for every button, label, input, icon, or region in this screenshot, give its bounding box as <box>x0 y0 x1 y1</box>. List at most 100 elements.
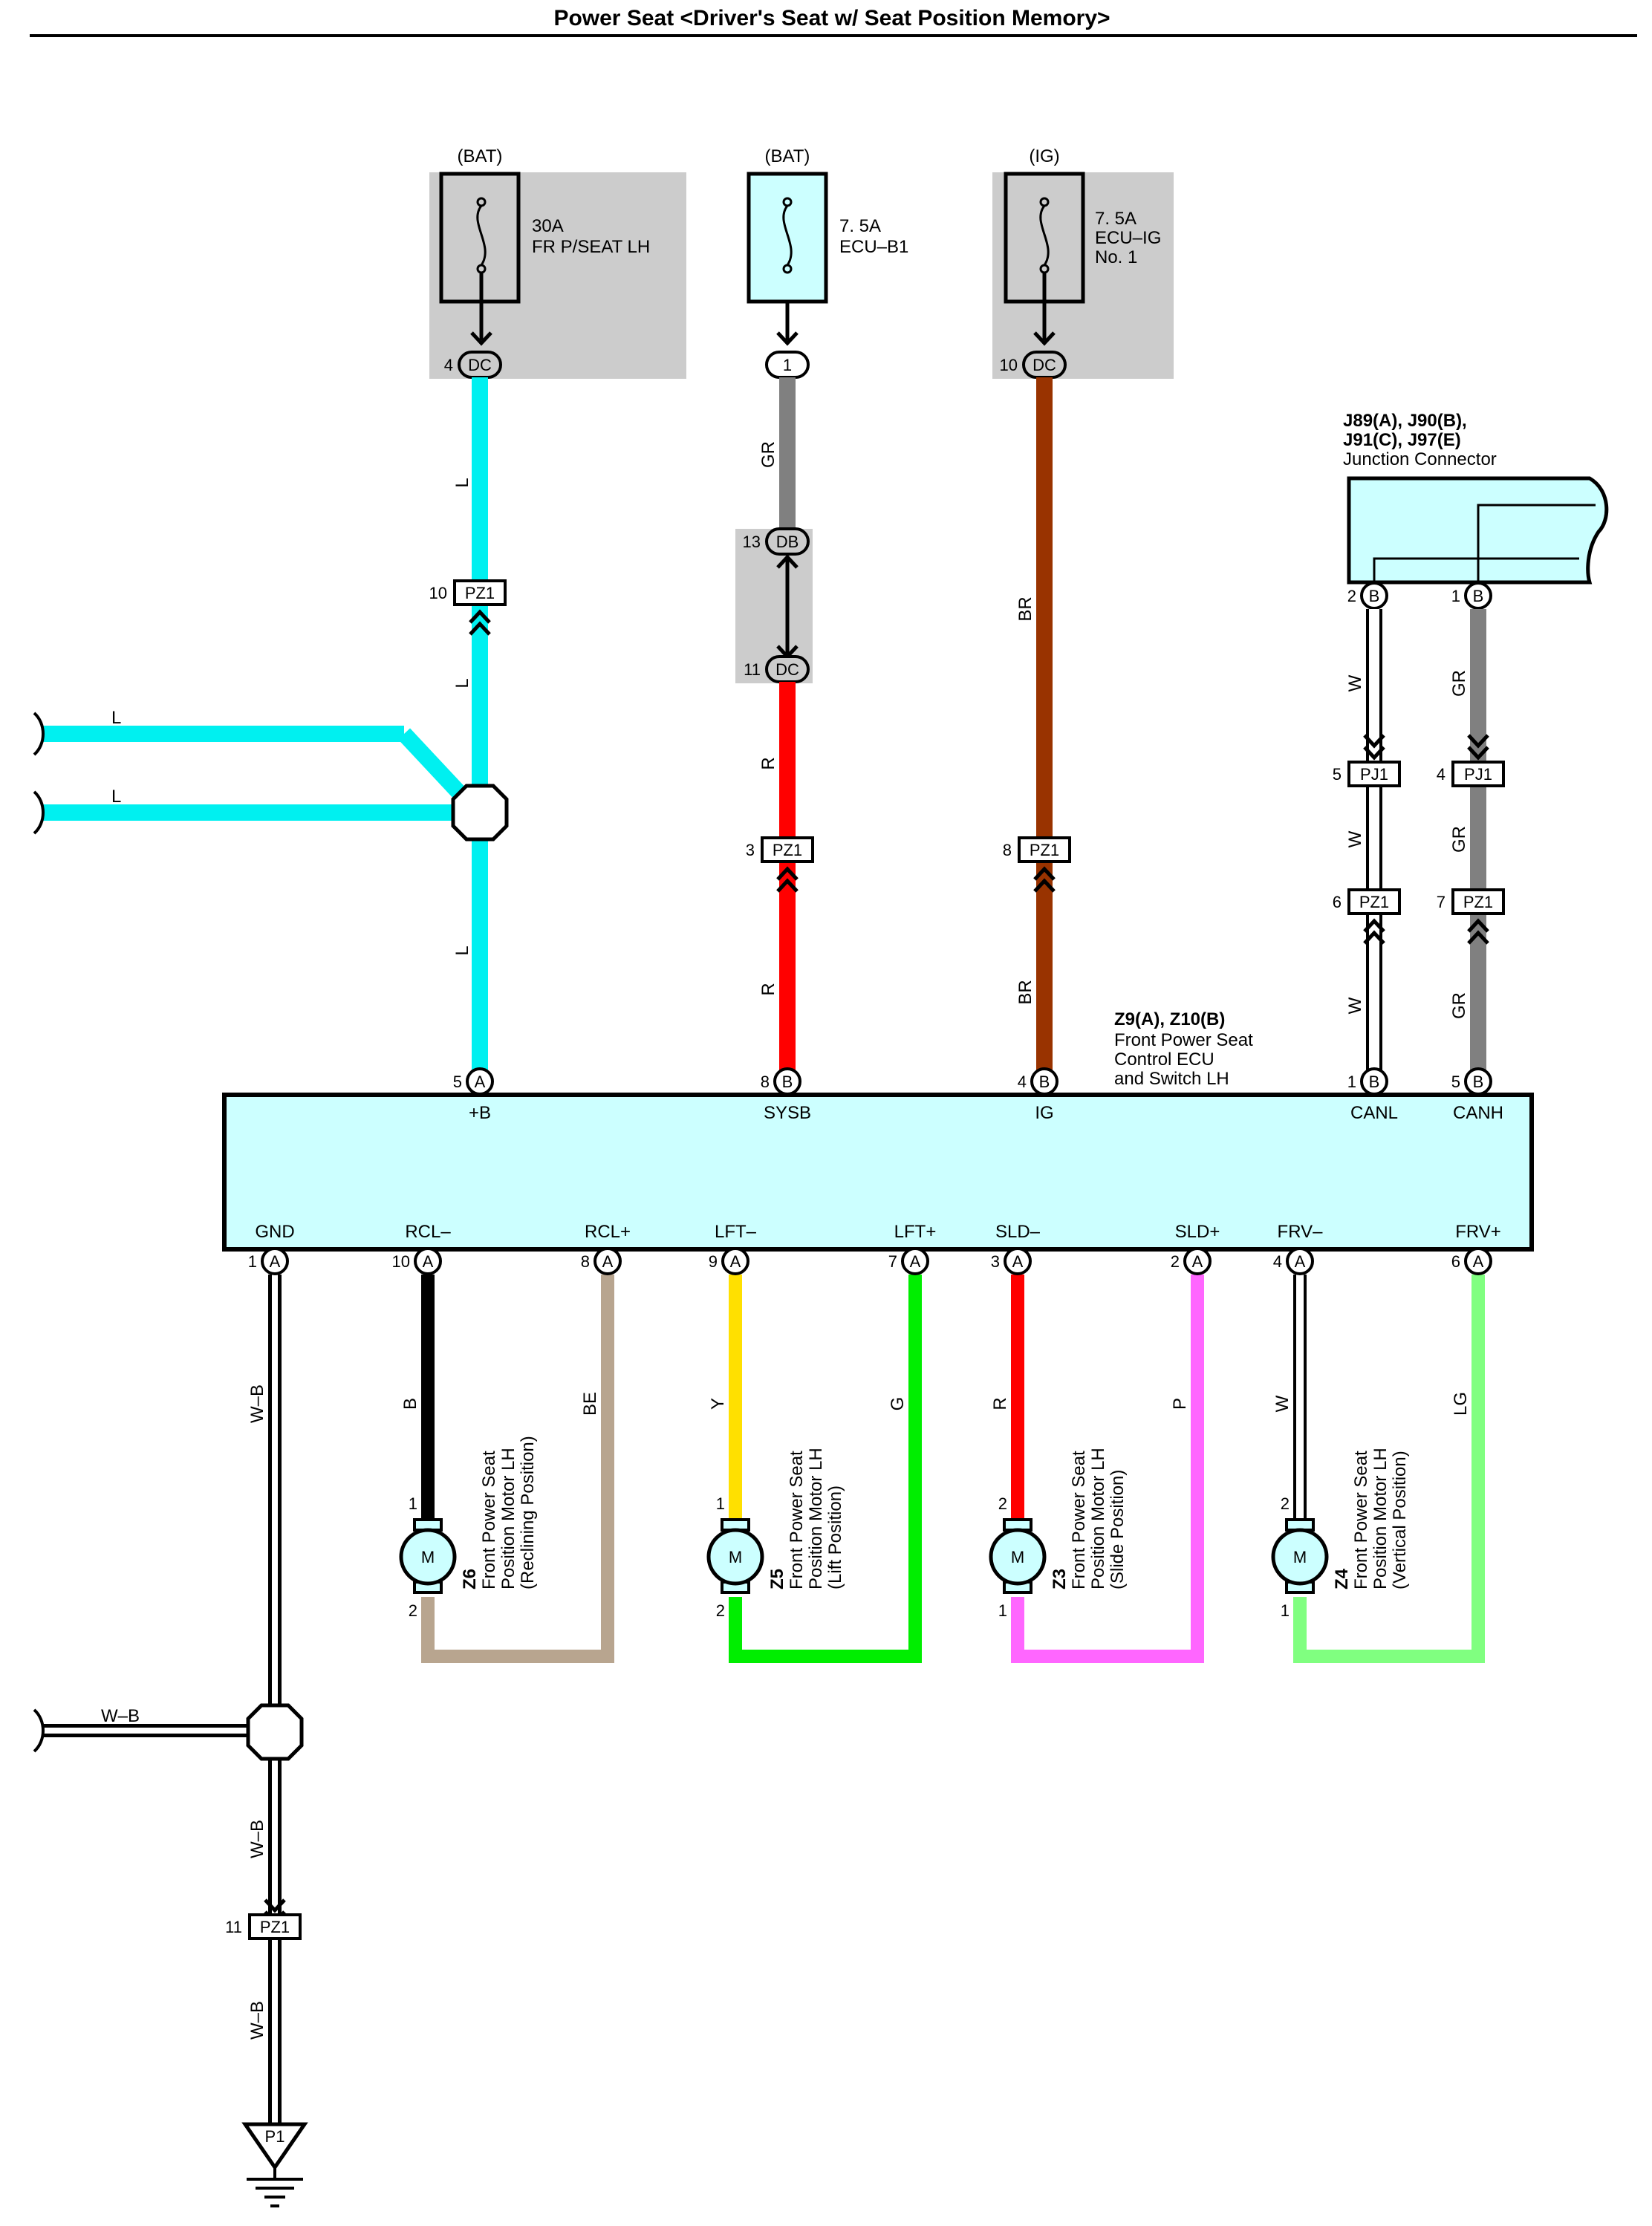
wire-break-icon <box>33 1708 45 1753</box>
fuse-ecu-b1: (BAT) 7. 5A ECU–B1 1 <box>747 146 908 379</box>
svg-text:CANH: CANH <box>1453 1103 1503 1123</box>
pin-number: 11 <box>744 660 761 679</box>
motor-name: Position Motor LH <box>806 1448 826 1589</box>
ecu-bottom-pins: A 1 A 10 A 8 A 9 A 7 A 3 A 2 A 4 A 6 <box>248 1247 1492 1275</box>
motor-symbol: M <box>421 1548 435 1566</box>
wire-canh: GR GR GR PJ1 4 PZ1 7 <box>1437 609 1505 1071</box>
motor-name: Position Motor LH <box>1088 1448 1108 1589</box>
motor-icon <box>989 1528 1047 1586</box>
svg-text:A: A <box>1192 1252 1203 1271</box>
ecu-top-pin: A 5 +B <box>453 1067 494 1123</box>
wire-color-label: W–B <box>247 2001 267 2040</box>
svg-text:A: A <box>910 1252 921 1271</box>
ecu-name: and Switch LH <box>1114 1069 1229 1089</box>
svg-text:A: A <box>1012 1252 1024 1271</box>
ecu-ids: Z9(A), Z10(B) <box>1114 1009 1225 1029</box>
motor-name: Front Power Seat <box>479 1451 499 1589</box>
svg-text:B: B <box>1039 1073 1050 1091</box>
wire-color-label: R <box>990 1397 1010 1410</box>
ecu-pin-label: SLD+ <box>1175 1222 1220 1242</box>
svg-text:4: 4 <box>1018 1073 1027 1091</box>
motor-position: (Vertical Position) <box>1390 1451 1410 1589</box>
inline-connector <box>248 1913 302 1940</box>
inline-connector-id: PJ1 <box>1360 765 1388 784</box>
pin-number: 1 <box>1451 587 1460 605</box>
page-title: Power Seat <Driver's Seat w/ Seat Positi… <box>553 6 1110 30</box>
pin-number: 13 <box>743 533 761 551</box>
ecu-pin-label: LFT+ <box>894 1222 937 1242</box>
wire-color-label: R <box>758 757 778 769</box>
pin-number: 1 <box>1281 1601 1290 1620</box>
inline-connector <box>761 836 814 863</box>
svg-text:CANL: CANL <box>1350 1103 1398 1123</box>
pin-number: 6 <box>1333 893 1342 911</box>
svg-text:5: 5 <box>1451 1073 1460 1091</box>
svg-text:3: 3 <box>991 1252 1000 1271</box>
wire-sysb: GR DB 13 DC 11 R R PZ1 3 <box>735 377 814 1071</box>
connector-id: DC <box>468 356 492 374</box>
splice-point-icon <box>451 784 509 842</box>
inline-connector-id: PZ1 <box>1359 893 1389 911</box>
inline-connector <box>453 579 507 606</box>
wire-break-icon <box>33 712 45 756</box>
fuse-source-label: (BAT) <box>765 146 810 166</box>
wire-color-label: L <box>452 478 472 487</box>
connector-badge <box>765 527 810 556</box>
svg-text:B: B <box>782 1073 793 1091</box>
svg-text:1: 1 <box>1347 1073 1356 1091</box>
motor-symbol: M <box>1011 1548 1024 1566</box>
fuse-name: FR P/SEAT LH <box>532 237 650 257</box>
ecu-top-pin: B 4 IG <box>1018 1067 1058 1123</box>
wire-color-label: BR <box>1015 980 1035 1004</box>
ecu-top-pin: B 1 CANL <box>1347 1067 1398 1123</box>
fuse-ecu-ig-no1: (IG) 7. 5A ECU–IG No. 1 DC 10 <box>992 146 1174 379</box>
motor-name: Front Power Seat <box>787 1451 807 1589</box>
svg-text:B: B <box>1473 1073 1484 1091</box>
wire-ig: BR BR PZ1 8 <box>1003 377 1071 1071</box>
connector-id: B <box>1473 587 1484 605</box>
inline-connector <box>1451 761 1505 787</box>
svg-text:5: 5 <box>453 1073 462 1091</box>
fuse-fr-p-seat-lh: (BAT) 30A FR P/SEAT LH DC 4 <box>429 146 686 379</box>
motor-icon <box>706 1528 764 1586</box>
inline-connector <box>1347 761 1401 787</box>
inline-connector-id: PZ1 <box>1030 841 1059 859</box>
ecu-top-pin: B 8 SYSB <box>761 1067 811 1123</box>
fuse-name: ECU–B1 <box>839 237 908 257</box>
ecu-pin-label: RCL+ <box>585 1222 631 1242</box>
wire-gnd: W–B W–B W–B W–B PZ1 11 <box>33 1275 304 2139</box>
wire-color-label: B <box>400 1398 420 1410</box>
pin-number: 5 <box>1333 765 1342 784</box>
wire-color-label: L <box>452 678 472 688</box>
pin-number: 2 <box>1281 1494 1290 1513</box>
svg-text:B: B <box>1369 1073 1380 1091</box>
svg-text:8: 8 <box>761 1073 770 1091</box>
motor-id: Z3 <box>1050 1569 1070 1589</box>
pin-number: 2 <box>716 1601 725 1620</box>
wire-color-label: R <box>758 983 778 995</box>
connector-id: DC <box>775 660 799 679</box>
ecu-name: Front Power Seat <box>1114 1030 1253 1050</box>
motor-circuit-z6: B BE <box>400 1275 614 1663</box>
svg-text:A: A <box>270 1252 281 1271</box>
wire-color-label: W <box>1345 674 1365 691</box>
connector-id: DC <box>1032 356 1056 374</box>
wire-canl: W W W PJ1 5 PZ1 6 <box>1333 609 1401 1071</box>
svg-text:4: 4 <box>1273 1252 1282 1271</box>
inline-connector <box>1451 888 1505 915</box>
pin-number: 2 <box>409 1601 417 1620</box>
pin-number: 7 <box>1437 893 1446 911</box>
pin-number: 2 <box>1347 587 1356 605</box>
motor-name: Position Motor LH <box>1370 1448 1391 1589</box>
fuse-rating: 30A <box>532 216 564 236</box>
svg-text:A: A <box>475 1073 486 1091</box>
motor-icon <box>1271 1528 1329 1586</box>
svg-text:7: 7 <box>888 1252 897 1271</box>
ecu-body <box>222 1093 1534 1252</box>
junction-name: Junction Connector <box>1343 449 1497 469</box>
fuse-element-icon <box>1039 205 1050 266</box>
wire-color-label: G <box>888 1397 908 1411</box>
pin-number: 3 <box>746 841 755 859</box>
connector-badge <box>1360 582 1388 610</box>
svg-text:2: 2 <box>1171 1252 1180 1271</box>
